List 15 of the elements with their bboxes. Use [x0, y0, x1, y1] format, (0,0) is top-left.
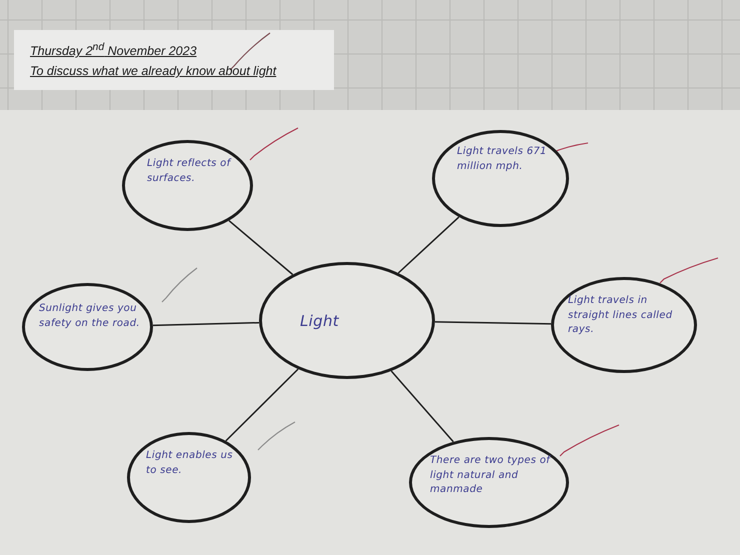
- connector-line: [398, 216, 460, 274]
- node-text: There are two types of light natural and manmade: [430, 454, 552, 497]
- connector-line: [390, 370, 454, 442]
- node-text: Sunlight gives you safety on the road.: [39, 302, 141, 330]
- connector-line: [434, 321, 552, 325]
- node-text: Light travels in straight lines called rays.: [568, 294, 674, 337]
- node-text: Light enables us to see.: [146, 449, 234, 478]
- objective-heading: To discuss what we already know about light: [30, 64, 276, 78]
- connector-line: [228, 220, 294, 276]
- node-text: Light reflects of surfaces.: [147, 157, 232, 186]
- connector-line: [152, 322, 260, 326]
- connector-line: [225, 368, 299, 442]
- date-heading: Thursday 2$^{nd}$ November 2023: [30, 42, 197, 58]
- node-text: Light: [300, 311, 340, 332]
- node-text: Light travels 671 million mph.: [457, 145, 548, 174]
